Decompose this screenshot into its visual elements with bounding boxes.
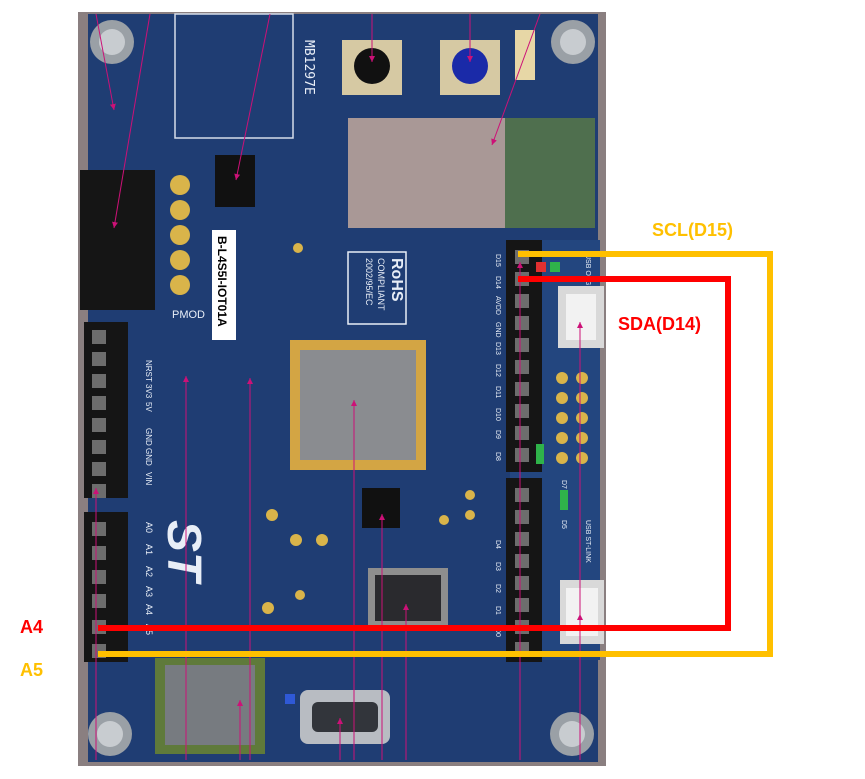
mcu-chip [290, 340, 426, 470]
pmod-label: PMOD [172, 309, 205, 321]
pin-label-d1: D1 [494, 606, 501, 615]
pin-label-a0: A0 [144, 522, 154, 533]
a5-label: A5 [20, 660, 44, 680]
pin-label-nrst: NRST [144, 360, 153, 382]
board-name-label: B-L4S5I-IOT01A [215, 236, 229, 327]
digital-header-lower [506, 478, 542, 662]
pin-label-d10: D10 [494, 408, 501, 421]
rohs-logo [347, 251, 407, 325]
a4-label: A4 [20, 617, 44, 637]
stlink-chip [368, 568, 448, 628]
wifi-module-edge [505, 118, 595, 228]
rohs-line1: COMPLIANT [376, 258, 386, 311]
pin-label-a2: A2 [144, 566, 154, 577]
board-id-label: MB1297E [301, 40, 316, 95]
usb-otg-connector [558, 286, 604, 348]
mounting-hole-top-right [551, 20, 595, 64]
pin-label-d2: D2 [494, 584, 501, 593]
pmod-connector [80, 170, 155, 310]
led-green-2 [536, 444, 544, 464]
vias [262, 243, 475, 614]
rohs-line2: 2002/95/EC [364, 258, 374, 306]
eeprom-chip [215, 155, 255, 207]
digital-header-upper [506, 240, 542, 472]
rohs-title: RoHS [388, 258, 405, 302]
pin-label-avdd: AVDD [494, 296, 501, 315]
led-red [536, 262, 546, 272]
board-name-plate [212, 230, 236, 340]
led-green-3 [560, 490, 568, 510]
pin-label-a1: A1 [144, 544, 154, 555]
digital-pin-labels-upper: D15 D14 AVDD GND D13 D12 D11 D10 D9 D8 [494, 254, 501, 461]
pmod-pads [170, 175, 190, 295]
pin-label-d7: D7 [560, 480, 567, 489]
pin-label-d13: D13 [494, 342, 501, 355]
pin-label-d12: D12 [494, 364, 501, 377]
swd-connector [300, 690, 390, 744]
scl-wire [98, 251, 773, 657]
pin-label-d0: D0 [494, 628, 501, 637]
pin-label-d9: D9 [494, 430, 501, 439]
led-blue [285, 694, 295, 704]
pin-label-d5: D5 [560, 520, 567, 529]
pin-label-gnd-1: GND [144, 428, 153, 446]
pin-label-gnd-d: GND [494, 322, 501, 338]
wifi-module [348, 118, 513, 228]
pin-label-5v: 5V [144, 402, 153, 412]
battery-holder [155, 658, 265, 754]
mounting-hole-bottom-left [88, 712, 132, 756]
pin-label-d3: D3 [494, 562, 501, 571]
mounting-hole-bottom-right [550, 712, 594, 756]
reset-button [342, 40, 402, 95]
analog-header [84, 512, 128, 662]
callout-arrows [93, 13, 583, 760]
power-pin-labels: NRST 3V3 5V GND GND VIN [144, 360, 153, 486]
mounting-hole-top-left [90, 20, 134, 64]
pin-label-3v3: 3V3 [144, 384, 153, 399]
pin-label-d14: D14 [494, 276, 501, 289]
pin-label-gnd-2: GND [144, 448, 153, 466]
led-green [550, 262, 560, 272]
test-pads [556, 372, 588, 464]
usb-stlink-connector [560, 580, 604, 644]
st-logo: ST [157, 520, 210, 585]
pin-label-vin: VIN [144, 472, 153, 486]
pin-label-d11: D11 [494, 386, 501, 398]
antenna-outline [174, 13, 294, 139]
flash-chip [362, 488, 400, 528]
usb-stlink-label: USB ST-LINK [584, 520, 591, 563]
pin-label-a3: A3 [144, 586, 154, 597]
pin-label-a4: A4 [144, 604, 154, 615]
pin-label-d4: D4 [494, 540, 501, 549]
usb-otg-label: USB OTG [584, 254, 591, 286]
sda-wire [98, 276, 731, 631]
sda-label: SDA(D14) [618, 314, 702, 334]
scl-label: SCL(D15) [652, 220, 734, 240]
pin-label-d15: D15 [494, 254, 501, 267]
power-header [84, 322, 128, 498]
pin-label-d8: D8 [494, 452, 501, 461]
